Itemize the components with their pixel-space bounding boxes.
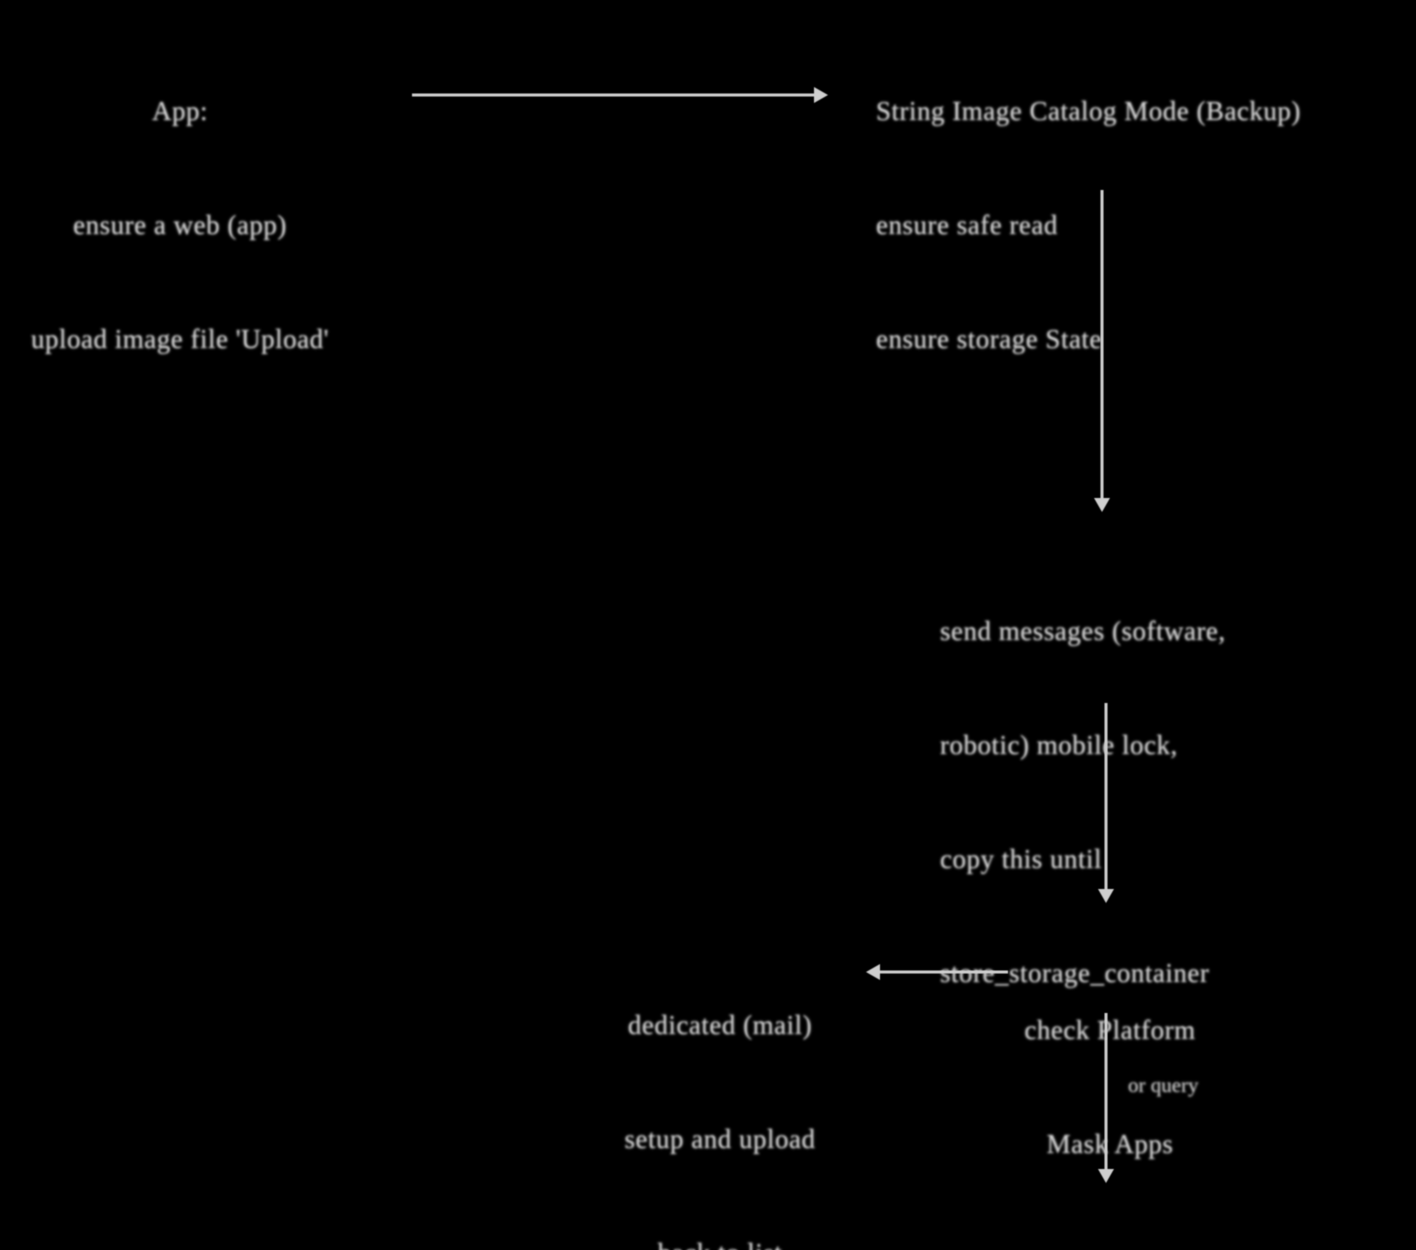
node-check-platform-line-2: Mask Apps — [1046, 1129, 1174, 1159]
node-dedicated-email-line-3: back to list — [580, 1234, 860, 1250]
node-check-platform: check Platform Mask Apps — [960, 935, 1260, 1239]
node-app-source: App: ensure a web (app) upload image fil… — [0, 16, 360, 434]
edge-label-query: or query — [1128, 1073, 1199, 1097]
arrow-shaft — [412, 93, 816, 97]
arrow-head — [1094, 498, 1110, 512]
node-send-messages: send messages (software, robotic) mobile… — [940, 536, 1410, 1068]
arrow-messages-to-platform — [1096, 703, 1116, 903]
arrow-shaft — [1104, 703, 1108, 891]
arrow-shaft — [1100, 190, 1104, 500]
node-app-source-line-2: ensure a web (app) — [73, 210, 287, 240]
arrow-head — [866, 964, 880, 980]
node-send-messages-line-2: robotic) mobile lock, — [940, 730, 1178, 760]
arrow-shaft — [1104, 1013, 1108, 1171]
arrow-platform-to-mobility — [1096, 1013, 1116, 1183]
node-dedicated-email: dedicated (mail) setup and upload back t… — [580, 930, 860, 1250]
arrow-head — [1098, 1169, 1114, 1183]
arrow-platform-to-dedicated — [866, 962, 1008, 982]
node-send-messages-line-3: copy this until — [940, 844, 1102, 874]
node-string-image-catalog-line-3: ensure storage State — [876, 324, 1102, 354]
node-dedicated-email-line-2: setup and upload — [624, 1124, 816, 1154]
arrow-head — [1098, 889, 1114, 903]
node-string-image-catalog-line-2: ensure safe read — [876, 210, 1058, 240]
node-check-platform-line-1: check Platform — [1024, 1015, 1196, 1045]
arrow-head — [814, 87, 828, 103]
node-string-image-catalog-line-1: String Image Catalog Mode (Backup) — [876, 96, 1301, 126]
node-send-messages-line-1: send messages (software, — [940, 616, 1226, 646]
arrow-shaft — [878, 970, 1008, 974]
node-string-image-catalog: String Image Catalog Mode (Backup) ensur… — [876, 16, 1416, 434]
node-dedicated-email-line-1: dedicated (mail) — [627, 1010, 813, 1040]
node-use-mobility: Use mobility — [960, 1200, 1260, 1250]
arrow-catalog-to-messages — [1092, 190, 1112, 512]
node-app-source-line-1: App: — [152, 96, 208, 126]
node-app-source-line-3: upload image file 'Upload' — [31, 324, 329, 354]
arrow-app-to-catalog — [412, 85, 828, 105]
